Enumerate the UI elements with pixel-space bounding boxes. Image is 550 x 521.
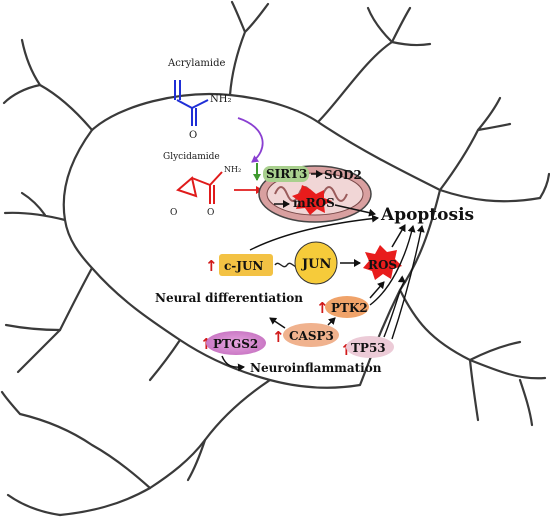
- cjun-up-arrow: ↑: [205, 257, 218, 275]
- ptgs2-label: PTGS2: [213, 337, 258, 351]
- cjun-to-apoptosis-arrow: [249, 214, 379, 251]
- ptk2-to-apoptosis-arrow: [369, 225, 416, 306]
- ptk2-to-ros-arrow: [369, 281, 385, 299]
- sod2-label: SOD2: [324, 168, 362, 182]
- glycidamide-structure: [176, 171, 223, 204]
- cjun-label: c-JUN: [224, 259, 263, 273]
- tp53-label: TP53: [351, 341, 386, 355]
- glycidamide-molecule: Glycidamide NH₂ O O: [163, 152, 241, 218]
- glycidamide-carbonyl-o: O: [207, 208, 214, 218]
- casp3-label: CASP3: [289, 329, 334, 343]
- ptk2-node: ↑ PTK2: [316, 296, 369, 318]
- cjun-node: ↑ c-JUN: [205, 254, 273, 276]
- sirt3-node: SIRT3: [263, 166, 309, 182]
- apoptosis-label: Apoptosis: [380, 205, 474, 225]
- glycidamide-label: Glycidamide: [163, 152, 220, 162]
- mros-node: mROS: [292, 185, 335, 215]
- neural-differentiation-label: Neural differentiation: [155, 291, 303, 305]
- casp3-node: ↑ CASP3: [272, 323, 339, 347]
- acrylamide-nh2: NH₂: [210, 94, 231, 105]
- metabolism-arrow: [237, 117, 264, 163]
- neuroinflammation-label: Neuroinflammation: [250, 361, 382, 375]
- mros-to-apoptosis-arrow: [334, 204, 376, 217]
- glycidamide-nh2: NH₂: [224, 165, 241, 174]
- jun-label: JUN: [301, 257, 331, 272]
- ptk2-label: PTK2: [331, 301, 368, 315]
- sirt3-label: SIRT3: [266, 167, 307, 181]
- tp53-to-apoptosis-arrow: [391, 225, 425, 340]
- casp3-up-arrow: ↑: [272, 328, 285, 346]
- acrylamide-oxygen: O: [189, 130, 197, 141]
- mros-label: mROS: [293, 196, 335, 210]
- glycidamide-epoxide-o: O: [170, 208, 177, 218]
- ros-to-apoptosis-arrow: [391, 224, 406, 248]
- ros-label: ROS: [368, 258, 397, 272]
- ptk2-up-arrow: ↑: [316, 299, 329, 317]
- acrylamide-structure: [174, 80, 209, 126]
- ptgs2-node: ↑ PTGS2: [200, 331, 266, 355]
- tp53-node: ↑ TP53: [340, 336, 394, 359]
- ros-node: ROS: [363, 245, 402, 280]
- casp3-to-differentiation-arrow: [269, 317, 286, 329]
- casp3-to-ptk2-arrow: [327, 317, 336, 326]
- jun-node: JUN: [294, 241, 338, 285]
- ptgs2-to-inflammation-arrow: [221, 355, 245, 372]
- tp53-to-ros-arrow: [383, 275, 406, 338]
- acrylamide-molecule: Acrylamide NH₂ O: [167, 58, 231, 141]
- acrylamide-label: Acrylamide: [167, 58, 225, 69]
